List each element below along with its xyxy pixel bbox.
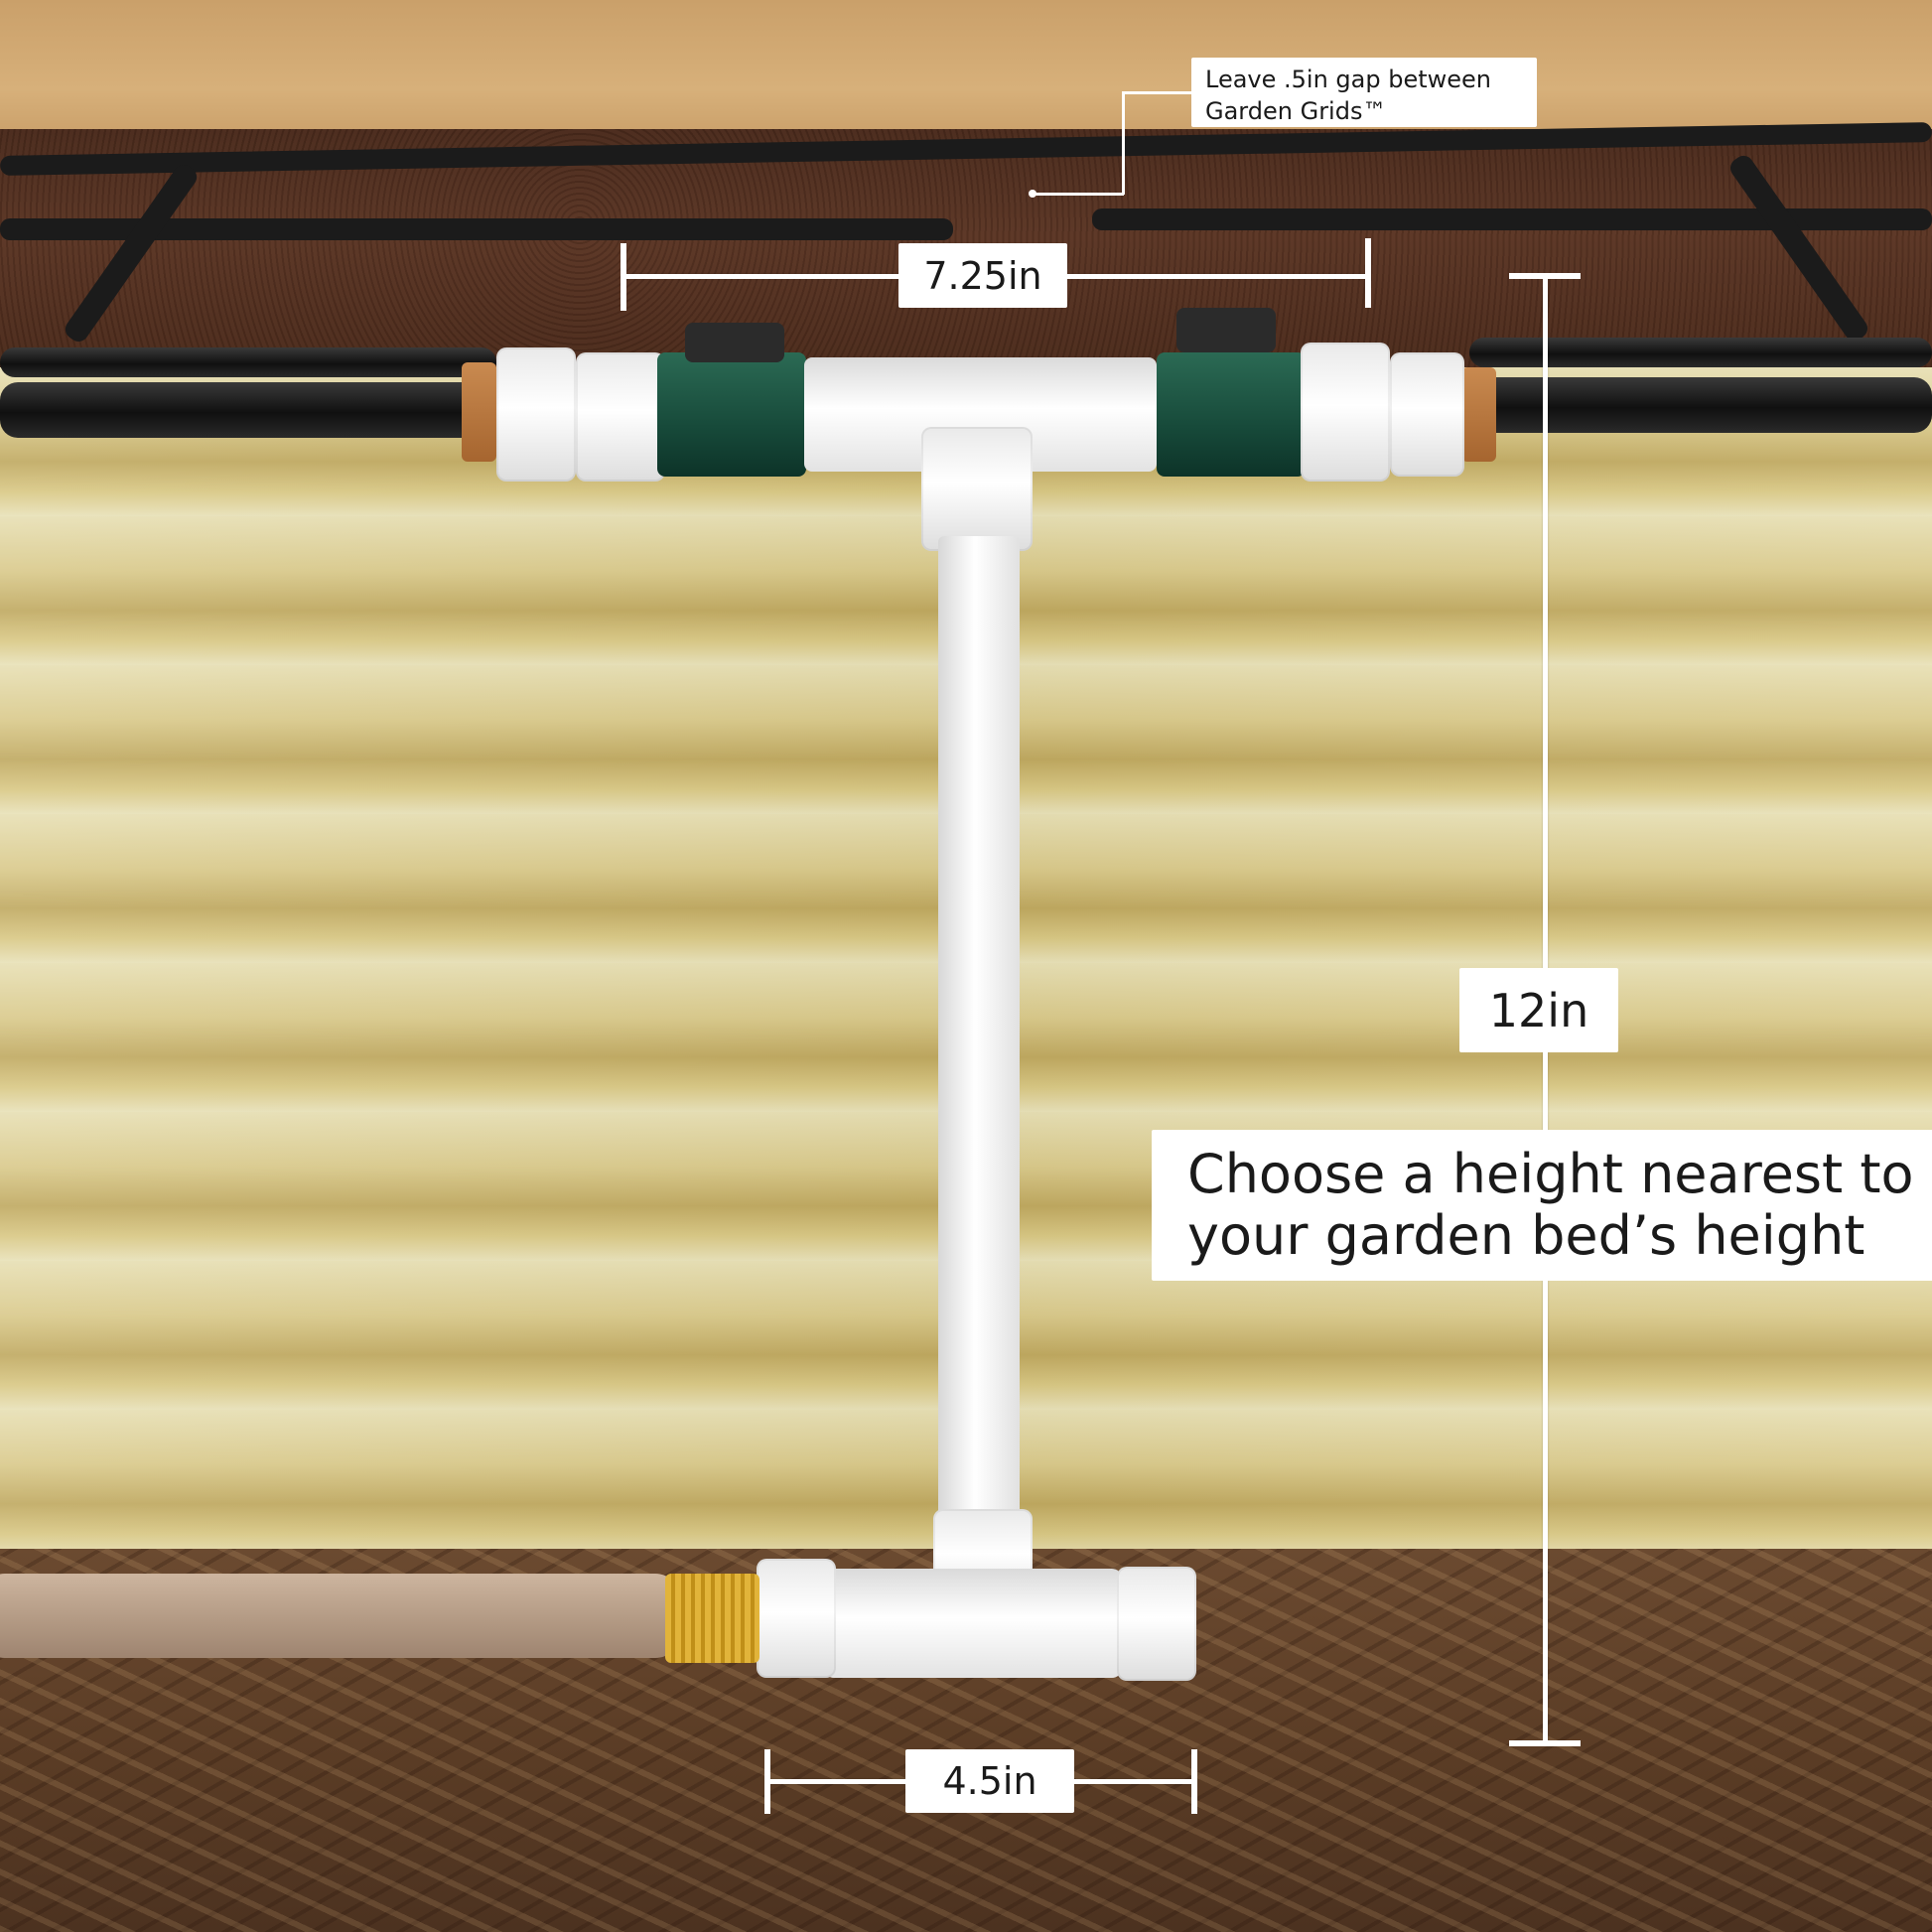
top-width-cap-left bbox=[621, 243, 626, 311]
height-cap-top bbox=[1509, 273, 1581, 279]
tee-bottom-body bbox=[824, 1569, 1122, 1678]
drip-coupling-left bbox=[462, 362, 496, 462]
gap-leader-point bbox=[1029, 190, 1036, 198]
grid-tube bbox=[1092, 208, 1932, 230]
gap-leader-vertical bbox=[1122, 91, 1125, 195]
green-valve-left bbox=[657, 352, 806, 477]
wood-backdrop bbox=[0, 0, 1932, 149]
green-valve-right bbox=[1157, 352, 1306, 477]
white-coupler-right-inner bbox=[1301, 343, 1390, 482]
height-label: 12in bbox=[1459, 968, 1618, 1052]
bottom-coupler-right bbox=[1117, 1567, 1196, 1681]
gap-note-label: Leave .5in gap between Garden Grids™ bbox=[1191, 58, 1537, 127]
grid-tube bbox=[0, 218, 953, 240]
drip-line-right bbox=[1469, 377, 1932, 433]
gap-leader-horizontal-top bbox=[1122, 91, 1193, 94]
bottom-width-label: 4.5in bbox=[905, 1749, 1074, 1813]
mulch-ground bbox=[0, 1549, 1932, 1932]
white-coupler-right-outer bbox=[1390, 352, 1464, 477]
top-width-cap-right bbox=[1365, 238, 1371, 308]
bottom-coupler-left bbox=[757, 1559, 836, 1678]
gap-leader-horizontal-bottom bbox=[1035, 193, 1124, 196]
garden-hose bbox=[0, 1574, 680, 1658]
height-tip-label: Choose a height nearest to your garden b… bbox=[1152, 1130, 1932, 1281]
drip-line-right-upper bbox=[1469, 338, 1932, 367]
height-tip-line-1: Choose a height nearest to bbox=[1187, 1143, 1914, 1205]
height-tip-line-2: your garden bed’s height bbox=[1187, 1204, 1865, 1267]
lever-handle-icon bbox=[1176, 308, 1276, 352]
bottom-width-cap-right bbox=[1191, 1749, 1197, 1814]
bottom-width-cap-left bbox=[764, 1749, 770, 1814]
top-width-label: 7.25in bbox=[898, 243, 1067, 308]
gap-note-line-2: Garden Grids™ bbox=[1205, 97, 1387, 125]
tee-top-stem bbox=[921, 427, 1033, 551]
height-cap-bottom bbox=[1509, 1740, 1581, 1746]
hose-connector-icon bbox=[665, 1574, 759, 1663]
gap-note-line-1: Leave .5in gap between bbox=[1205, 66, 1492, 93]
drip-coupling-right bbox=[1461, 367, 1496, 462]
white-coupler-left-outer bbox=[496, 347, 576, 482]
white-coupler-left-inner bbox=[576, 352, 665, 482]
drip-line-left bbox=[0, 382, 496, 438]
vertical-pvc-pipe bbox=[938, 536, 1020, 1539]
drip-line-left-upper bbox=[0, 347, 496, 377]
lever-handle-icon bbox=[685, 323, 784, 362]
